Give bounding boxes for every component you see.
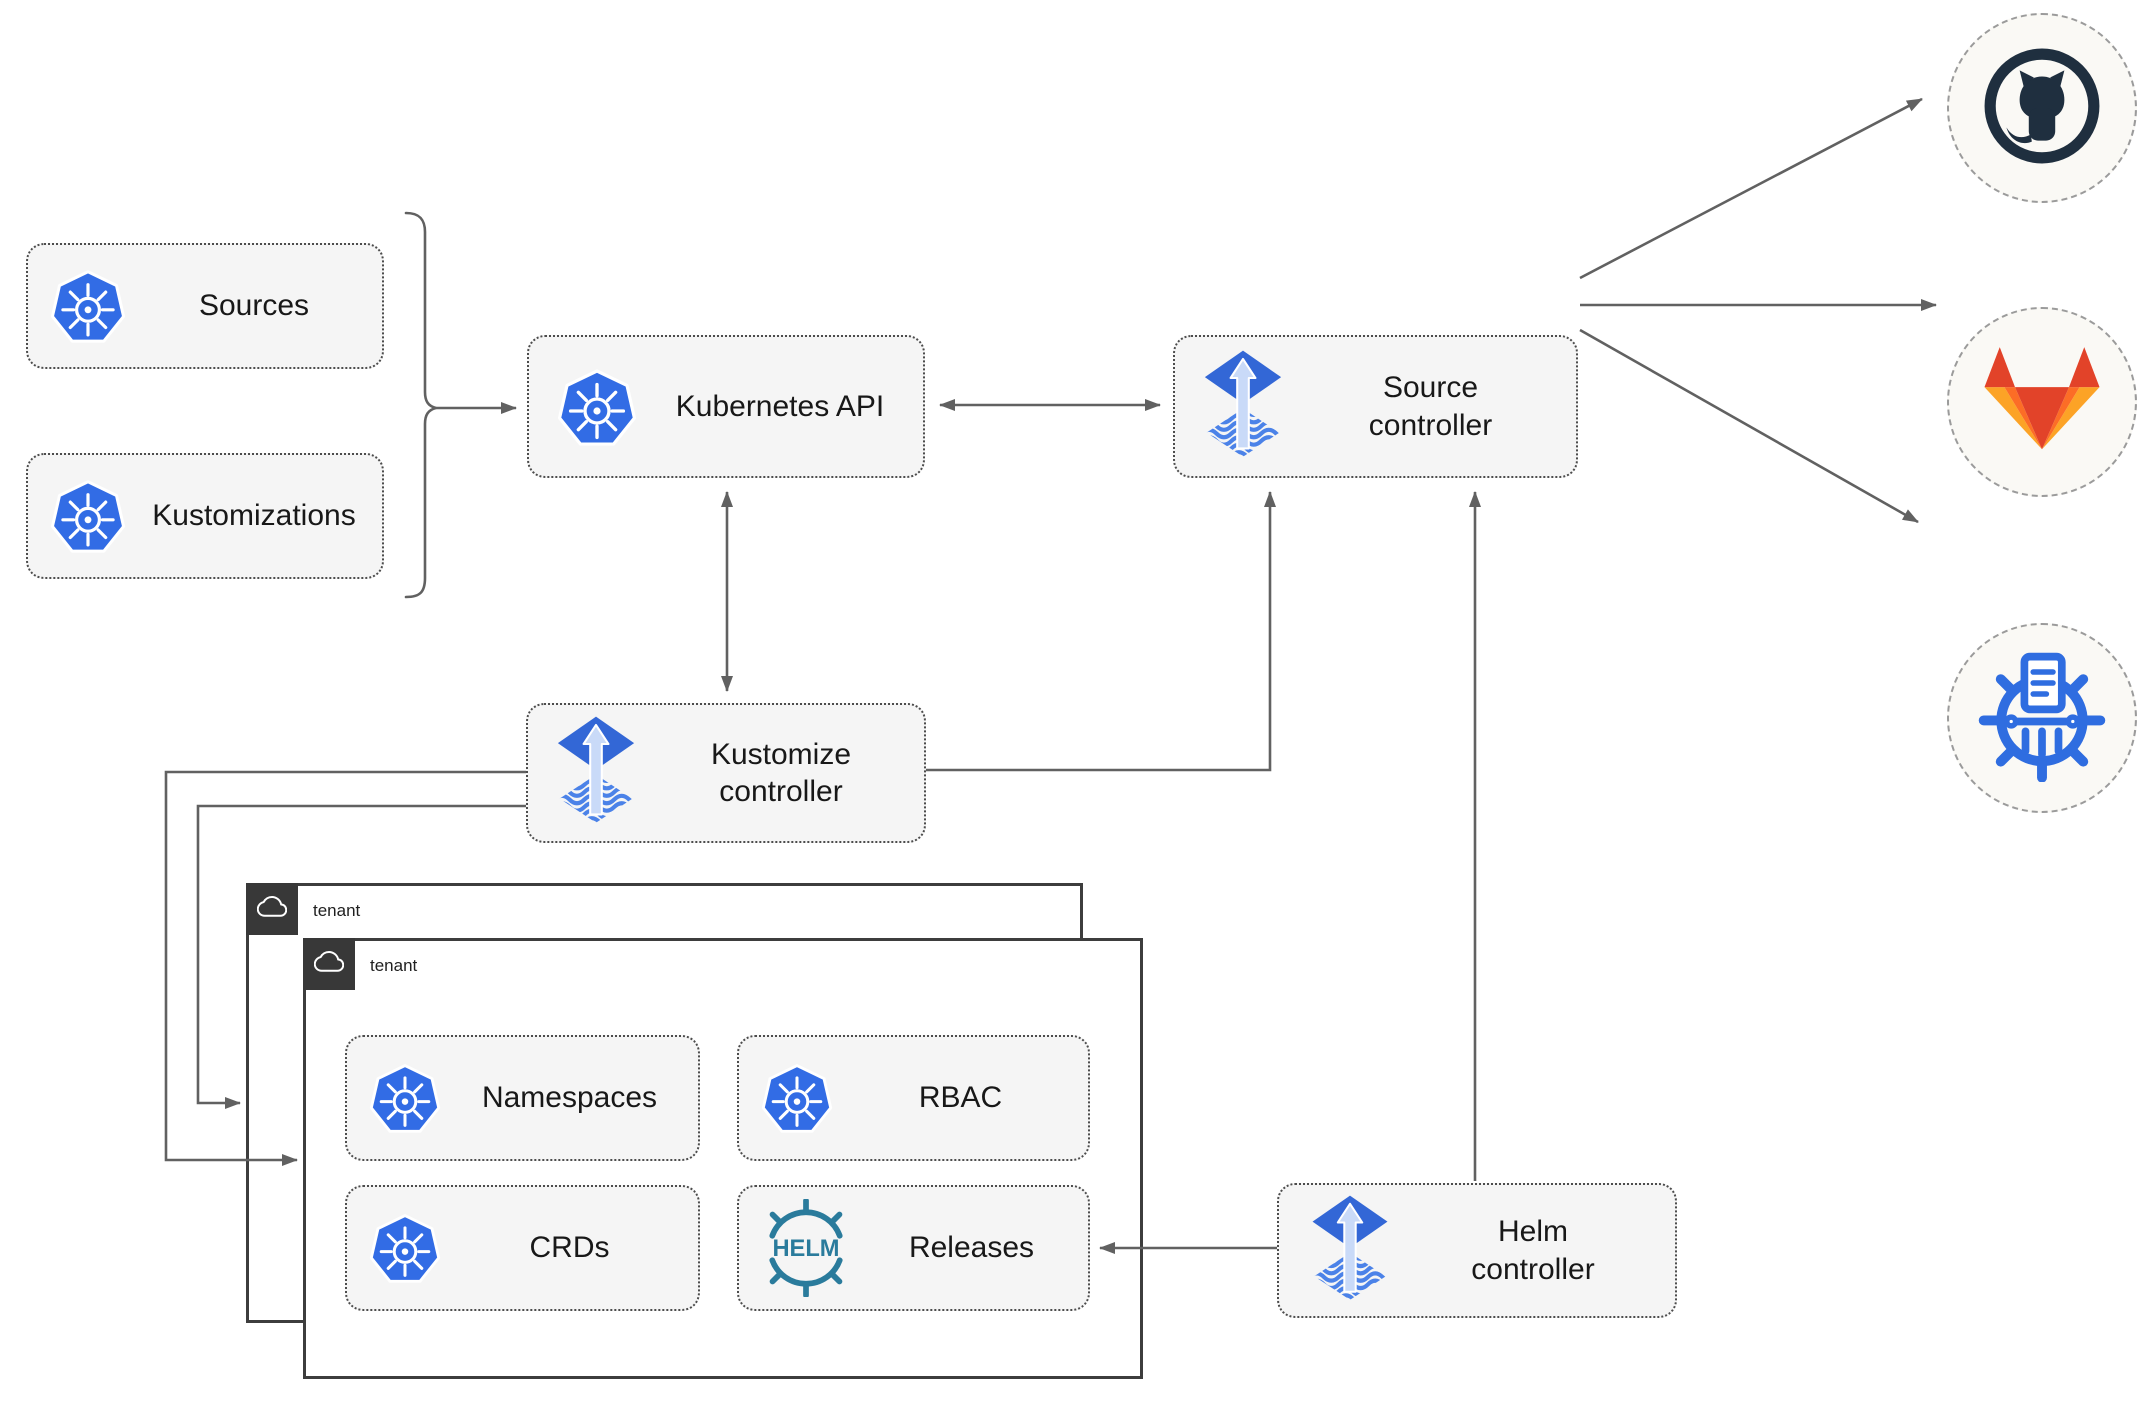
node-namespaces: Namespaces [345, 1035, 700, 1161]
node-label: Releases [908, 1231, 1035, 1265]
node-rbac: RBAC [737, 1035, 1090, 1161]
edge-source-to-helm-repository [1579, 328, 1919, 524]
helm-icon: HELM [757, 1199, 855, 1297]
external-gitlab [1947, 307, 2137, 497]
cloud-icon [256, 892, 288, 927]
edge-brace [404, 211, 437, 599]
kubernetes-icon [369, 1062, 441, 1134]
kubernetes-icon [557, 367, 637, 447]
node-kubernetes-api: Kubernetes API [527, 335, 925, 478]
external-helm-repository [1947, 623, 2137, 813]
tenant-label: tenant [370, 956, 418, 975]
node-label: Namespaces [481, 1081, 658, 1115]
node-label: CRDs [529, 1231, 610, 1265]
node-releases: HELM Releases [737, 1185, 1090, 1311]
kubernetes-icon [50, 268, 126, 344]
cloud-icon [313, 947, 345, 982]
node-label: RBAC [918, 1081, 1003, 1115]
node-sources: Sources [26, 243, 384, 369]
node-label: Sources [198, 289, 310, 323]
edge-kustomize-to-source-controller [926, 491, 1276, 772]
flux-icon [554, 715, 638, 831]
kubernetes-icon [761, 1062, 833, 1134]
helm-logo-text: HELM [772, 1236, 839, 1262]
github-icon [1981, 45, 2103, 172]
kubernetes-icon [50, 478, 126, 554]
node-label: Kubernetes API [675, 389, 885, 423]
flux-icon [1201, 349, 1285, 465]
tenant-label: tenant [313, 901, 361, 920]
kubernetes-icon [369, 1212, 441, 1284]
flux-icon [1309, 1194, 1391, 1308]
edge-source-to-github [1579, 97, 1923, 280]
gitlab-icon [1983, 346, 2101, 459]
tenant-corner-badge [246, 883, 298, 935]
node-label: Kustomizations [152, 499, 356, 533]
node-kustomizations: Kustomizations [26, 453, 384, 579]
helm-repository-icon [1976, 650, 2108, 787]
external-github [1947, 13, 2137, 203]
tenant-corner-badge [303, 938, 355, 990]
node-crds: CRDs [345, 1185, 700, 1311]
